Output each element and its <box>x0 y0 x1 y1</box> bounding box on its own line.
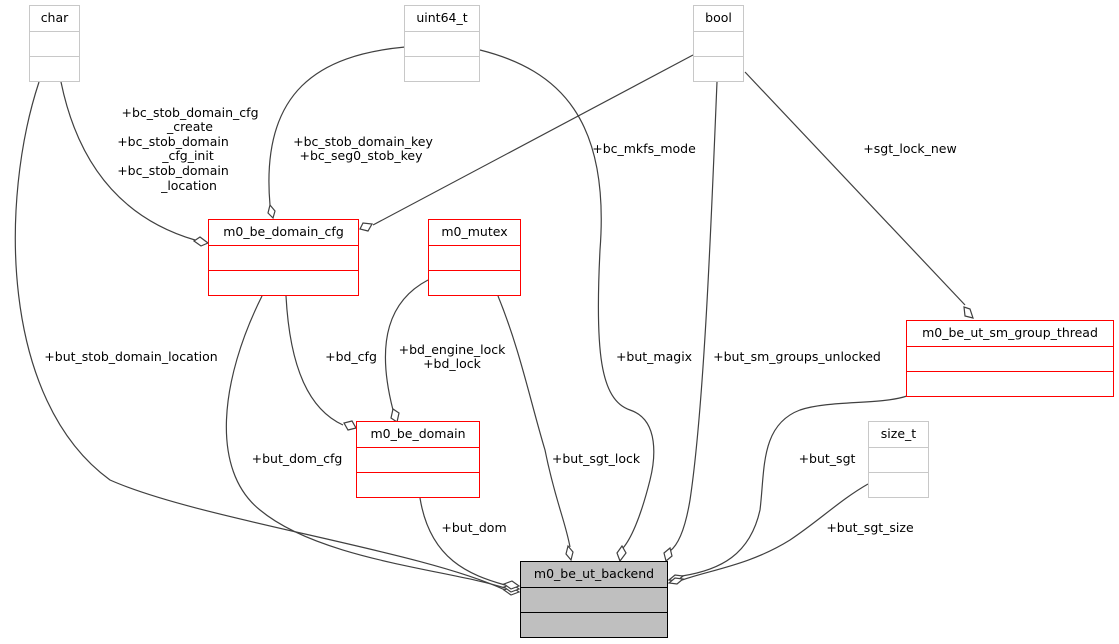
class-name: bool <box>705 10 732 25</box>
class-node-m0-be-domain-cfg[interactable]: m0_be_domain_cfg <box>208 219 359 296</box>
aggregation-diamond <box>663 546 673 563</box>
edge-label: +but_stob_domain_location <box>44 349 217 364</box>
edge-label: +bc_stob_domain_cfg <box>121 105 258 120</box>
edge-label: +but_magix <box>616 349 692 364</box>
aggregation-diamond <box>267 203 276 220</box>
attributes-section <box>521 587 667 612</box>
edge-label: +but_dom <box>441 520 506 535</box>
edge-uint64-backend <box>479 49 655 549</box>
edge-label: +sgt_lock_new <box>863 141 956 156</box>
edge-label: _location <box>160 178 217 193</box>
methods-section <box>521 612 667 637</box>
methods-section <box>907 371 1113 396</box>
edge-domaincfg-domain <box>285 295 344 426</box>
edge-mutex-backend <box>497 295 571 548</box>
edge-uint64-domain-cfg <box>268 46 406 206</box>
attributes-section <box>429 245 520 270</box>
edge-label: +bc_seg0_stob_key <box>300 148 424 163</box>
aggregation-diamond <box>565 544 574 562</box>
aggregation-diamond <box>667 577 685 585</box>
attributes-section <box>209 245 358 270</box>
aggregation-diamond <box>502 580 521 590</box>
methods-section <box>694 56 743 81</box>
edge-label: +bd_cfg <box>325 349 377 364</box>
aggregation-diamond <box>616 544 627 563</box>
class-name: m0_be_ut_sm_group_thread <box>922 325 1098 340</box>
edge-domain-backend <box>419 497 506 586</box>
edge-mutex-domain <box>384 279 429 411</box>
class-name: m0_be_domain_cfg <box>223 224 344 239</box>
edge-label: +bc_stob_domain_key <box>293 134 433 149</box>
class-node-m0-be-ut-sm-group-thread[interactable]: m0_be_ut_sm_group_thread <box>906 320 1114 397</box>
class-name: m0_be_domain <box>370 426 466 441</box>
edge-labels: +bc_stob_domain_cfg _create +bc_stob_dom… <box>44 105 956 535</box>
aggregation-diamond <box>343 420 357 431</box>
attributes-section <box>907 346 1113 371</box>
methods-section <box>405 56 479 81</box>
attributes-section <box>30 31 79 56</box>
class-name: char <box>40 10 69 25</box>
class-name: m0_mutex <box>441 224 508 239</box>
aggregation-diamond <box>963 306 974 319</box>
methods-section <box>30 56 79 81</box>
class-node-size-t[interactable]: size_t <box>868 421 929 498</box>
edge-bool-sgt <box>744 71 966 306</box>
class-name: size_t <box>880 426 917 441</box>
edge-label: +but_dom_cfg <box>252 451 343 466</box>
edge-label: +but_sgt <box>799 451 856 466</box>
attributes-section <box>869 447 928 472</box>
edge-label: +but_sgt_lock <box>552 451 641 466</box>
class-node-char[interactable]: char <box>29 5 80 82</box>
methods-section <box>429 270 520 295</box>
edge-bool-domain-cfg <box>372 54 694 226</box>
methods-section <box>869 472 928 497</box>
attributes-section <box>694 31 743 56</box>
class-node-m0-be-ut-backend[interactable]: m0_be_ut_backend <box>520 561 668 638</box>
methods-section <box>209 270 358 295</box>
attributes-section <box>405 31 479 56</box>
edge-label: +bc_mkfs_mode <box>592 141 696 156</box>
edge-label: +bd_lock <box>423 356 482 371</box>
edge-domaincfg-backend <box>225 295 506 589</box>
edge-sgt-backend <box>681 395 908 577</box>
edge-label: +but_sgt_size <box>826 520 914 535</box>
class-node-bool[interactable]: bool <box>693 5 744 82</box>
aggregation-diamond <box>192 236 210 247</box>
class-node-uint64-t[interactable]: uint64_t <box>404 5 480 82</box>
edge-label: +bd_engine_lock <box>399 342 506 357</box>
edge-label: _cfg_init <box>161 148 214 163</box>
edge-label: _create <box>166 119 213 134</box>
aggregation-diamond <box>390 408 400 423</box>
edge-bool-backend <box>669 81 718 552</box>
edge-label: +but_sm_groups_unlocked <box>713 349 881 364</box>
edge-label: +bc_stob_domain <box>117 134 229 149</box>
aggregation-diamond <box>359 222 373 232</box>
class-name: m0_be_ut_backend <box>533 566 655 581</box>
methods-section <box>357 472 479 497</box>
class-node-m0-be-domain[interactable]: m0_be_domain <box>356 421 480 498</box>
edge-char-backend <box>14 81 506 591</box>
edge-label: +bc_stob_domain <box>117 163 229 178</box>
class-name: uint64_t <box>416 10 468 25</box>
attributes-section <box>357 447 479 472</box>
edge-sizet-backend <box>681 483 869 581</box>
edge-char-domain-cfg <box>60 81 196 241</box>
class-node-m0-mutex[interactable]: m0_mutex <box>428 219 521 296</box>
